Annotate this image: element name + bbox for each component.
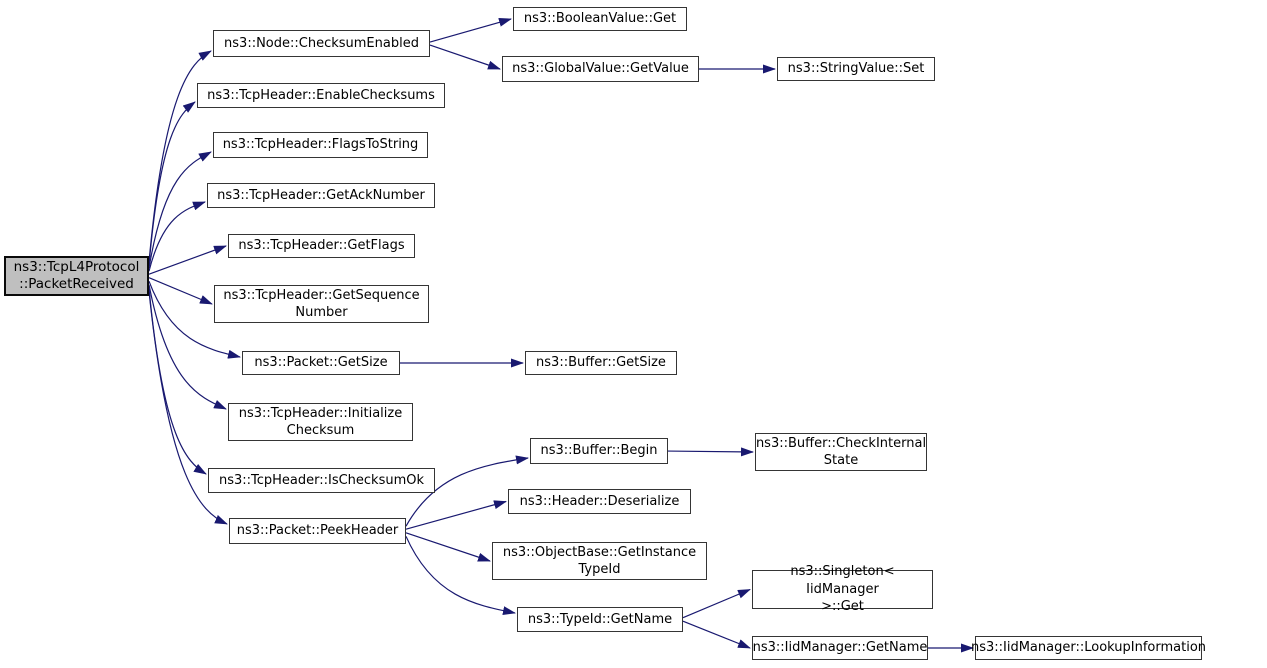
call-edge-packet-received-to-tcpheader-is-checksum-ok bbox=[148, 288, 207, 475]
graph-node-packet-peek-header[interactable]: ns3::Packet::PeekHeader bbox=[229, 518, 406, 544]
graph-node-iidmanager-get-name[interactable]: ns3::IidManager::GetName bbox=[752, 636, 928, 660]
graph-node-global-value-getvalue[interactable]: ns3::GlobalValue::GetValue bbox=[502, 56, 699, 82]
call-edge-packet-received-to-tcpheader-get-flags bbox=[148, 245, 227, 275]
graph-node-tcpheader-get-flags[interactable]: ns3::TcpHeader::GetFlags bbox=[228, 234, 415, 258]
graph-node-packet-received: ns3::TcpL4Protocol ::PacketReceived bbox=[4, 256, 149, 296]
call-edge-node-checksum-enabled-to-boolean-value-get bbox=[429, 17, 512, 43]
graph-node-header-deserialize[interactable]: ns3::Header::Deserialize bbox=[508, 489, 691, 514]
graph-node-iidmanager-lookup-information[interactable]: ns3::IidManager::LookupInformation bbox=[971, 636, 1206, 660]
graph-node-tcpheader-enable-checksums[interactable]: ns3::TcpHeader::EnableChecksums bbox=[197, 83, 445, 108]
graph-node-typeid-get-name[interactable]: ns3::TypeId::GetName bbox=[517, 607, 683, 632]
graph-node-objectbase-get-instance-typeid[interactable]: ns3::ObjectBase::GetInstance TypeId bbox=[492, 542, 707, 580]
call-edge-typeid-get-name-to-singleton-iidmanager-get bbox=[682, 588, 751, 619]
call-edge-node-checksum-enabled-to-global-value-getvalue bbox=[429, 44, 501, 70]
graph-node-tcpheader-get-sequence-number[interactable]: ns3::TcpHeader::GetSequence Number bbox=[214, 285, 429, 323]
call-edge-packet-received-to-tcpheader-get-sequence-number bbox=[148, 277, 213, 305]
call-edge-packet-received-to-tcpheader-flags-to-string bbox=[148, 151, 212, 269]
graph-node-string-value-set[interactable]: ns3::StringValue::Set bbox=[777, 57, 935, 81]
graph-node-tcpheader-is-checksum-ok[interactable]: ns3::TcpHeader::IsChecksumOk bbox=[208, 468, 435, 493]
call-edge-packet-received-to-tcpheader-get-ack-number bbox=[148, 201, 206, 272]
graph-node-boolean-value-get[interactable]: ns3::BooleanValue::Get bbox=[513, 7, 687, 31]
graph-node-node-checksum-enabled[interactable]: ns3::Node::ChecksumEnabled bbox=[213, 30, 430, 57]
call-edge-packet-peek-header-to-header-deserialize bbox=[405, 500, 507, 530]
graph-node-tcpheader-flags-to-string[interactable]: ns3::TcpHeader::FlagsToString bbox=[213, 132, 428, 158]
graph-node-buffer-check-internal-state[interactable]: ns3::Buffer::CheckInternal State bbox=[755, 433, 927, 471]
call-edge-buffer-begin-to-buffer-check-internal-state bbox=[667, 447, 754, 457]
graph-node-buffer-begin[interactable]: ns3::Buffer::Begin bbox=[530, 438, 668, 464]
graph-node-buffer-get-size[interactable]: ns3::Buffer::GetSize bbox=[525, 351, 677, 375]
call-edge-packet-peek-header-to-objectbase-get-instance-typeid bbox=[405, 532, 491, 562]
call-edge-packet-received-to-tcpheader-enable-checksums bbox=[148, 101, 196, 266]
graph-node-tcpheader-get-ack-number[interactable]: ns3::TcpHeader::GetAckNumber bbox=[207, 183, 435, 208]
graph-node-tcpheader-initialize-checksum[interactable]: ns3::TcpHeader::Initialize Checksum bbox=[228, 403, 413, 441]
graph-node-packet-get-size[interactable]: ns3::Packet::GetSize bbox=[242, 351, 400, 375]
call-edge-typeid-get-name-to-iidmanager-get-name bbox=[682, 620, 751, 649]
graph-node-singleton-iidmanager-get[interactable]: ns3::Singleton< IidManager >::Get bbox=[752, 564, 933, 614]
